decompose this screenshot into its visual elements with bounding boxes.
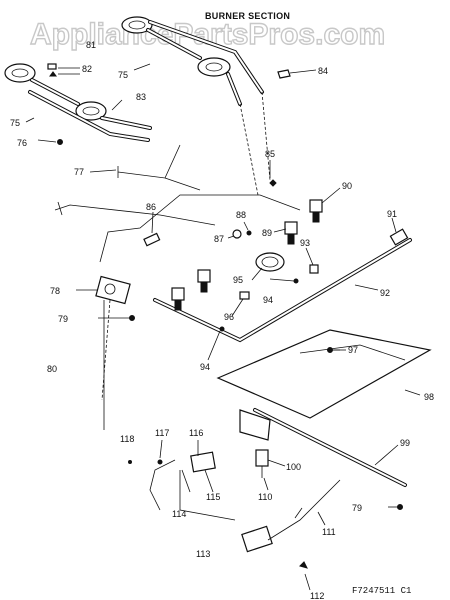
- callout-111: 111: [322, 527, 336, 537]
- callout-labels: 75 75 76 77 78 79 79 80 81 82 83 84 85 8…: [10, 40, 434, 600]
- callout-110: 110: [258, 492, 272, 502]
- callout-94-b: 94: [200, 362, 210, 372]
- valve-left-1: [197, 269, 211, 293]
- callout-87: 87: [214, 234, 224, 244]
- callout-85: 85: [265, 149, 275, 159]
- callout-112: 112: [310, 591, 324, 600]
- callout-114: 114: [172, 509, 186, 519]
- callout-118: 118: [120, 434, 134, 444]
- callout-76: 76: [17, 138, 27, 148]
- callout-79-b: 79: [352, 503, 362, 513]
- valve-89: [284, 221, 298, 245]
- callout-92: 92: [380, 288, 390, 298]
- callout-83: 83: [136, 92, 146, 102]
- callout-79-a: 79: [58, 314, 68, 324]
- callout-88: 88: [236, 210, 246, 220]
- callout-77: 77: [74, 167, 84, 177]
- valve-left-2: [171, 287, 185, 311]
- callout-80: 80: [47, 364, 57, 374]
- callout-95: 95: [233, 275, 243, 285]
- manifold-assembly: [54, 144, 412, 343]
- callout-117: 117: [155, 428, 169, 438]
- callout-90: 90: [342, 181, 352, 191]
- section-title: BURNER SECTION: [205, 11, 290, 21]
- callout-98: 98: [424, 392, 434, 402]
- callout-100: 100: [286, 462, 301, 472]
- callout-97: 97: [348, 345, 358, 355]
- callout-75-a: 75: [118, 70, 128, 80]
- callout-93: 93: [300, 238, 310, 248]
- callout-99: 99: [400, 438, 410, 448]
- callout-94-a: 94: [263, 295, 273, 305]
- callout-78: 78: [50, 286, 60, 296]
- callout-116: 116: [189, 428, 203, 438]
- leader-lines: [25, 63, 421, 591]
- callout-84: 84: [318, 66, 328, 76]
- valve-90: [309, 199, 323, 223]
- callout-89: 89: [262, 228, 272, 238]
- callout-86: 86: [146, 202, 156, 212]
- callout-96: 96: [224, 312, 234, 322]
- watermark: AppliancePartsPros.com: [30, 18, 385, 51]
- callout-81: 81: [86, 40, 96, 50]
- callout-82: 82: [82, 64, 92, 74]
- callout-75-b: 75: [10, 118, 20, 128]
- callout-115: 115: [206, 492, 220, 502]
- callout-113: 113: [196, 549, 210, 559]
- figure-code: F7247511 C1: [352, 586, 411, 596]
- burner-assembly-top: [4, 16, 291, 187]
- oven-burner-assembly: [128, 315, 432, 569]
- callout-91: 91: [387, 209, 397, 219]
